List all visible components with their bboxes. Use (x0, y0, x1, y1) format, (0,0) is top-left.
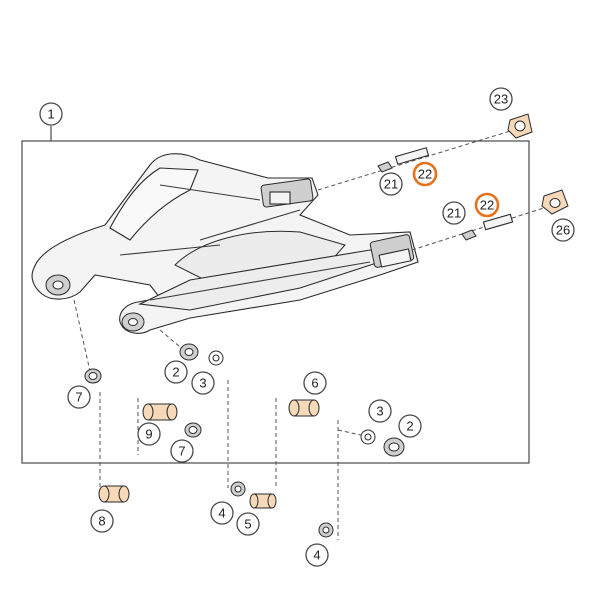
svg-text:21: 21 (447, 206, 461, 221)
part-4-right-ring (318, 522, 334, 538)
part-3-upper-washer (208, 350, 224, 366)
svg-text:23: 23 (494, 92, 508, 107)
callout-26: 26 (551, 218, 575, 242)
callout-6: 6 (303, 371, 327, 395)
callout-1: 1 (39, 102, 63, 126)
svg-text:4: 4 (218, 506, 225, 521)
axle-line-lower (411, 205, 551, 251)
part-3-lower-washer (360, 429, 376, 445)
svg-text:2: 2 (406, 419, 413, 434)
callout-3-lower: 3 (368, 399, 392, 423)
svg-text:7: 7 (75, 390, 82, 405)
callout-8: 8 (90, 509, 114, 533)
part-5-bushing (249, 493, 277, 509)
part-23 (507, 113, 533, 139)
svg-text:5: 5 (244, 517, 251, 532)
part-26 (541, 189, 569, 215)
callout-21-lower: 21 (442, 201, 466, 225)
svg-text:1: 1 (47, 107, 54, 122)
svg-text:4: 4 (313, 548, 320, 563)
dash-to-seal (337, 429, 371, 438)
svg-text:22: 22 (480, 198, 494, 213)
callout-21-upper: 21 (379, 172, 403, 196)
dash-left-pivot (73, 299, 93, 381)
callout-4-center: 4 (210, 501, 234, 525)
svg-text:9: 9 (145, 427, 152, 442)
callout-7-lower: 7 (170, 439, 194, 463)
svg-text:8: 8 (98, 514, 105, 529)
svg-text:26: 26 (556, 223, 570, 238)
part-7-lower-ring (184, 422, 202, 438)
svg-text:3: 3 (376, 404, 383, 419)
callout-22-upper: 22 (412, 161, 438, 187)
callout-2-lower: 2 (398, 414, 422, 438)
part-2-upper-seal (179, 343, 199, 361)
swingarm (31, 153, 419, 334)
axle-line-upper (317, 127, 521, 191)
callout-2-upper: 2 (164, 360, 188, 384)
svg-text:21: 21 (384, 177, 398, 192)
part-4-center-ring (230, 481, 246, 497)
upper-bolt-set (377, 147, 430, 173)
svg-text:3: 3 (199, 376, 206, 391)
svg-text:7: 7 (178, 444, 185, 459)
part-2-lower-seal (383, 437, 405, 457)
callout-9: 9 (137, 422, 161, 446)
callout-7-upper: 7 (67, 385, 91, 409)
part-8-bushing (98, 485, 130, 503)
svg-text:6: 6 (311, 376, 318, 391)
part-7-upper-ring (84, 368, 102, 384)
callout-22-lower: 22 (474, 192, 500, 218)
callout-3-upper: 3 (191, 371, 215, 395)
svg-text:22: 22 (418, 167, 432, 182)
lower-bolt-set (461, 213, 514, 241)
callout-4-right: 4 (305, 543, 329, 567)
svg-text:2: 2 (172, 365, 179, 380)
part-9-bushing (142, 403, 178, 421)
callout-5: 5 (236, 512, 260, 536)
part-6-bushing (288, 399, 320, 417)
callout-23: 23 (489, 87, 513, 111)
